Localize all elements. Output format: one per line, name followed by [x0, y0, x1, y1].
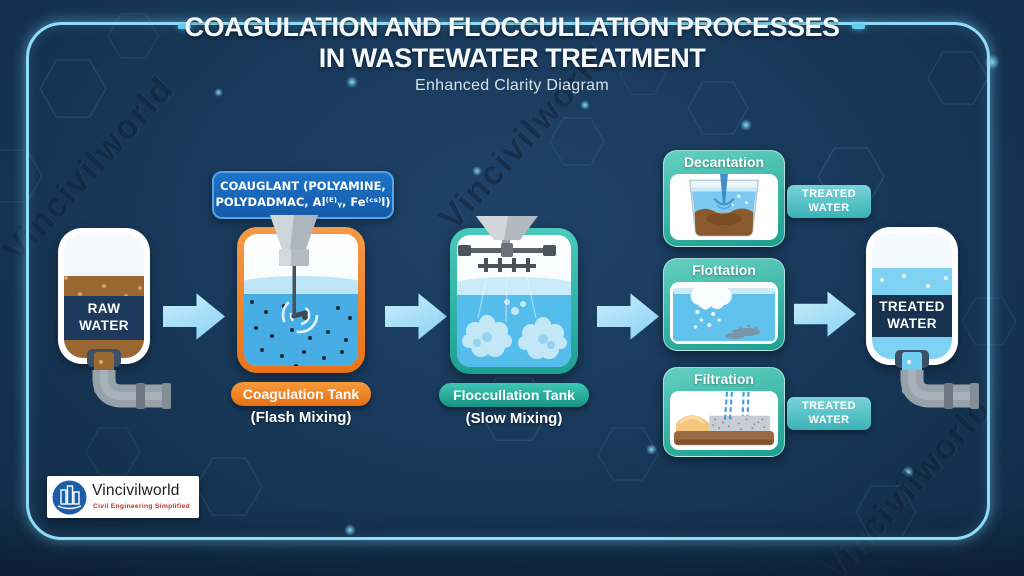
decantation-box: Decantation — [663, 150, 785, 247]
raw-water-label-line2: WATER — [79, 318, 129, 333]
coagulation-tank — [237, 215, 365, 373]
treated-water-pill-line1: TREATED — [802, 399, 856, 412]
border-frame — [26, 22, 990, 540]
raw-water-label-line1: RAW — [87, 301, 121, 317]
title-dash-right — [852, 24, 865, 29]
glow-dot — [472, 166, 482, 176]
treated-water-bubbles — [880, 278, 884, 283]
glow-dot — [344, 524, 356, 536]
treated-water-label-line2: WATER — [887, 316, 937, 331]
logo-buildings-icon — [52, 480, 87, 515]
glow-dot — [646, 444, 657, 455]
coagulation-tank-label: Coagulation Tank — [231, 382, 371, 406]
treated-water-vessel: TREATED WATER — [866, 227, 958, 368]
logo-name: Vincivilworld — [92, 482, 180, 499]
glow-dot — [580, 100, 590, 110]
filtration-box: Filtration — [663, 367, 785, 457]
logo-tagline: Civil Engineering Simplified — [93, 503, 190, 510]
decantation-beaker-icon — [688, 174, 760, 237]
page-title-line2: IN WASTEWATER TREATMENT — [318, 43, 706, 73]
drain-pipe-icon — [92, 370, 171, 409]
flash-mixing-label: (Flash Mixing) — [250, 409, 352, 426]
glow-dot — [346, 76, 358, 88]
glow-dot — [740, 119, 752, 131]
flocculation-tank-water — [457, 277, 571, 367]
raw-water-label-band: RAW WATER — [64, 296, 144, 340]
coagulation-tank-label-text: Coagulation Tank — [242, 386, 360, 402]
treated-water-pill-line1: TREATED — [802, 187, 856, 200]
raw-water-particles — [64, 276, 68, 281]
raw-water-vessel-interior: RAW WATER — [64, 234, 144, 358]
filtration-label: Filtration — [694, 371, 754, 387]
mixer-motor-icon — [270, 215, 318, 316]
flocculation-tank-label: Floccullation Tank — [439, 383, 589, 407]
flottation-water-icon — [672, 283, 776, 341]
raw-water-vessel: RAW WATER — [58, 228, 150, 367]
treated-water-pill: TREATED WATER — [787, 397, 871, 430]
treated-water-pill-line2: WATER — [808, 413, 850, 426]
treated-water-pill: TREATED WATER — [787, 185, 871, 218]
coagulant-label-line2: POLYDADMAC, Al⁽ᴱ⁾ᵧ, Fe⁽ᶜˢ⁾l) — [215, 195, 391, 209]
paddle-mixer-icon — [458, 216, 556, 323]
coagulation-tank-water — [244, 276, 358, 366]
treated-water-label-line1: TREATED — [879, 299, 945, 315]
stirrer-swirl-icon — [281, 296, 319, 334]
filtration-illustration — [670, 391, 778, 450]
flocculation-tank — [450, 216, 578, 374]
flocculation-tank-interior — [457, 235, 571, 367]
decantation-label: Decantation — [683, 154, 765, 170]
page-title-line1: COAGULATION AND FLOCCULLATION PROCESSES — [184, 12, 841, 42]
coagulant-chemical-label: COAUGLANT (POLYAMINE, POLYDADMAC, Al⁽ᴱ⁾ᵧ… — [212, 171, 394, 219]
treated-water-pill-line2: WATER — [808, 201, 850, 214]
flottation-illustration — [670, 282, 778, 344]
glow-dot — [902, 466, 914, 478]
flottation-label: Flottation — [692, 262, 756, 278]
title-dash-left — [178, 24, 191, 29]
brand-logo: Vincivilworld Civil Engineering Simplifi… — [47, 476, 199, 518]
flottation-box: Flottation — [663, 258, 785, 351]
treated-water-vessel-interior: TREATED WATER — [872, 233, 952, 359]
flocculation-tank-label-text: Floccullation Tank — [453, 387, 575, 403]
coagulant-particle-dots — [250, 300, 254, 305]
page-subtitle: Enhanced Clarity Diagram — [415, 77, 609, 94]
glow-dot — [214, 88, 223, 97]
slow-mixing-label: (Slow Mixing) — [465, 410, 563, 427]
floc-clusters — [462, 299, 567, 360]
decantation-illustration — [670, 174, 778, 240]
drain-pipe-icon — [900, 370, 979, 409]
coagulant-label-line1: COAUGLANT (POLYAMINE, — [220, 179, 386, 194]
treated-water-label-band: TREATED WATER — [872, 295, 952, 337]
filtration-layers-icon — [673, 391, 775, 446]
